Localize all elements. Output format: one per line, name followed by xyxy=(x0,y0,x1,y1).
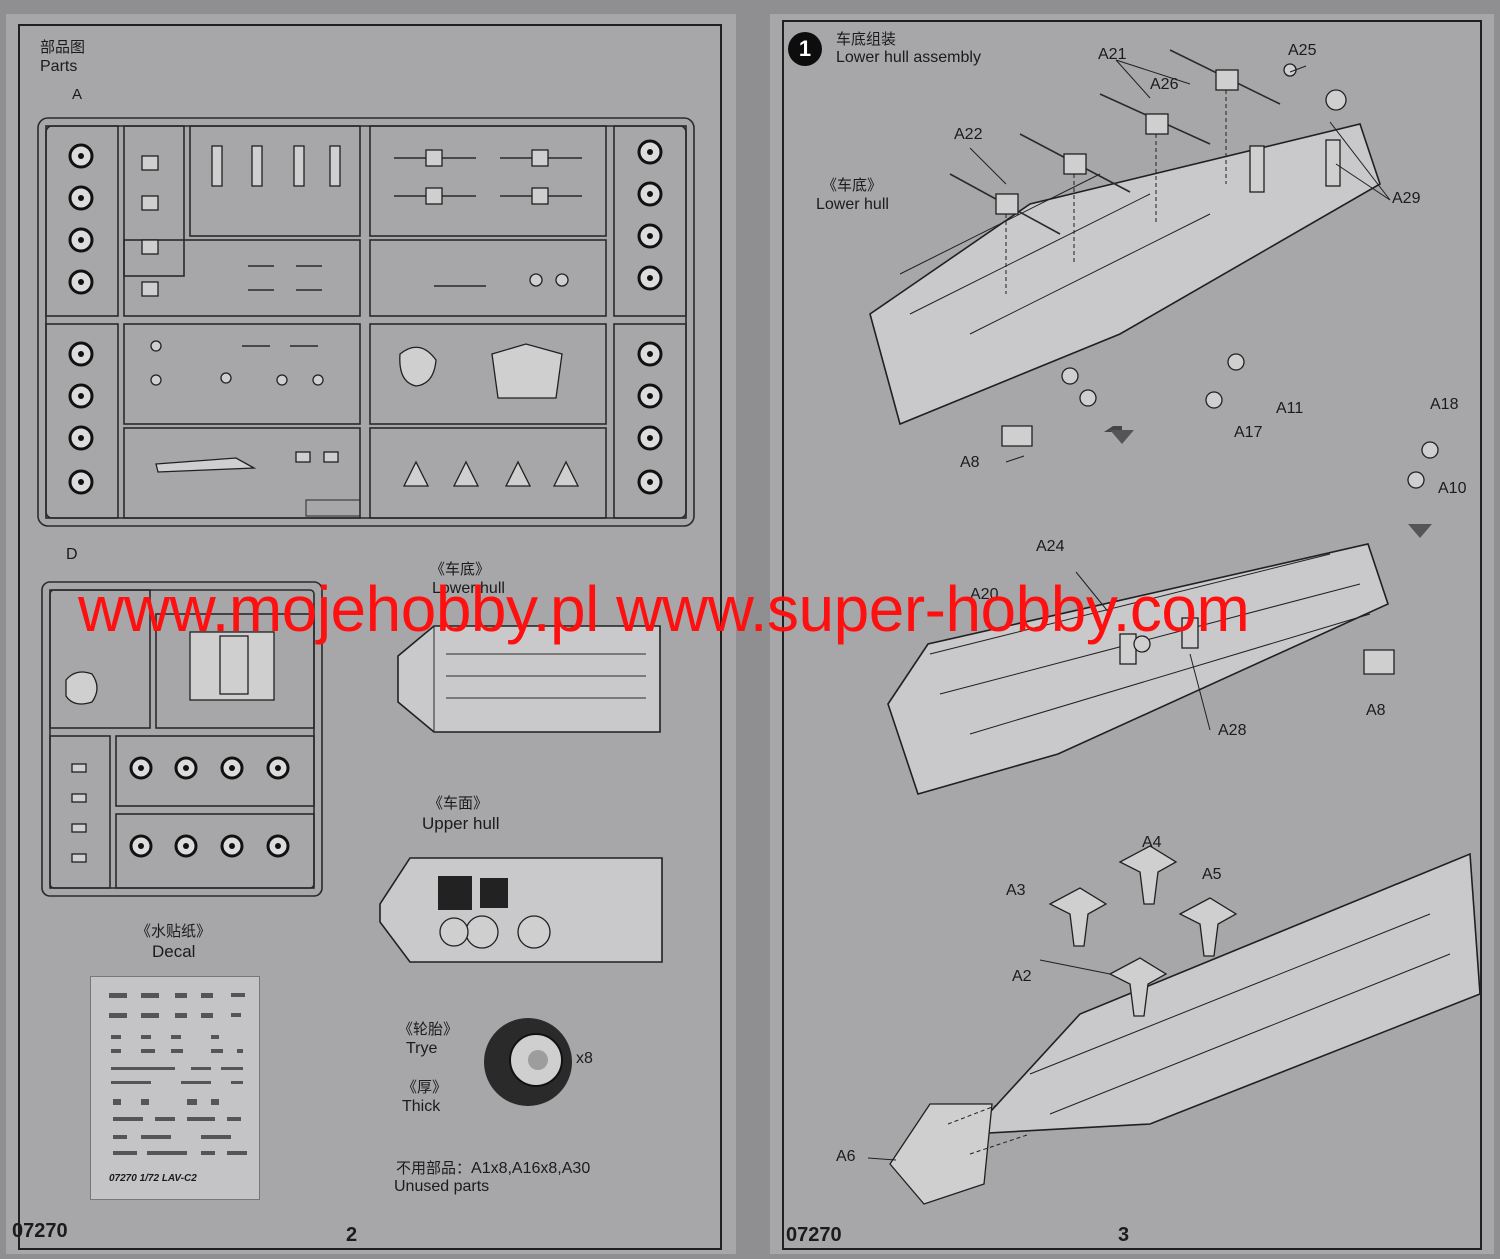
tyre-en: Trye xyxy=(406,1040,438,1057)
callout-a3: A3 xyxy=(1006,882,1026,899)
sprue-d-wheels xyxy=(129,756,290,858)
lower-hull-zh: 《车底》 xyxy=(430,560,491,578)
unused-parts-line: 不用部品：A1x8,A16x8,A30 xyxy=(396,1157,590,1178)
step-number-badge: 1 xyxy=(788,32,822,66)
parts-heading-zh: 部品图 xyxy=(40,38,86,56)
a3-part xyxy=(1048,887,1108,947)
decal-sheet: 07270 1/72 LAV-C2 xyxy=(90,976,260,1200)
callout-a11: A11 xyxy=(1276,400,1304,417)
callout-a6: A6 xyxy=(836,1148,856,1165)
upper-hull-en: Upper hull xyxy=(422,814,500,833)
a8-bracket-mid xyxy=(1363,649,1395,675)
lower-hull-zh: 《车底》 xyxy=(822,176,883,194)
tyre-quantity: x8 xyxy=(576,1050,593,1067)
sprue-d-label: D xyxy=(66,546,78,563)
step-title-zh: 车底组装 xyxy=(836,30,897,48)
callout-a4: A4 xyxy=(1142,834,1162,851)
sprue-a-label: A xyxy=(72,86,83,103)
callout-a29: A29 xyxy=(1392,190,1421,207)
page-number: 3 xyxy=(1118,1224,1130,1246)
a8-bracket-top xyxy=(1001,425,1033,447)
callout-a21: A21 xyxy=(1098,46,1127,63)
watermark-text: www.mojehobby.pl www.super-hobby.com xyxy=(78,573,1250,645)
step-title-en: Lower hull assembly xyxy=(836,49,981,66)
lower-hull-stage-1 xyxy=(869,123,1381,426)
upper-hull-part xyxy=(379,857,663,963)
lower-hull-en: Lower hull xyxy=(816,196,889,213)
callout-a25: A25 xyxy=(1288,42,1317,59)
callout-a17: A17 xyxy=(1234,424,1263,441)
callout-a26: A26 xyxy=(1150,76,1179,93)
unused-zh: 不用部品： xyxy=(396,1159,472,1177)
page-number: 2 xyxy=(346,1224,358,1246)
instruction-page-left: 部品图 Parts A xyxy=(6,14,736,1254)
decal-zh: 《水贴纸》 xyxy=(136,922,212,940)
thick-zh: 《厚》 xyxy=(402,1078,448,1096)
decal-sheet-caption: 07270 1/72 LAV-C2 xyxy=(109,1173,197,1184)
callout-a2: A2 xyxy=(1012,968,1032,985)
lower-hull-stage-2 xyxy=(887,543,1389,795)
callout-a24: A24 xyxy=(1036,538,1065,555)
callout-a20: A20 xyxy=(970,586,999,603)
page-frame xyxy=(782,20,1482,1250)
callout-a8-top: A8 xyxy=(960,454,980,471)
axle-parts xyxy=(949,49,1347,235)
unused-parts-list: A1x8,A16x8,A30 xyxy=(471,1160,591,1177)
instruction-page-right: 1 车底组装 Lower hull assembly 《车底》 Lower hu… xyxy=(770,14,1494,1254)
a5-part xyxy=(1178,897,1238,957)
callout-a8-mid: A8 xyxy=(1366,702,1386,719)
callout-a5: A5 xyxy=(1202,866,1222,883)
callout-a10: A10 xyxy=(1438,480,1467,497)
lower-hull-en: Lower hull xyxy=(432,580,505,597)
parts-heading-en: Parts xyxy=(40,58,78,75)
upper-hull-zh: 《车面》 xyxy=(428,794,489,812)
decal-en: Decal xyxy=(152,942,196,961)
tyre-part xyxy=(484,1018,572,1106)
sprue-a-drawing xyxy=(37,117,695,1106)
callout-a18: A18 xyxy=(1430,396,1459,413)
a6-panel xyxy=(889,1103,993,1205)
tyre-zh: 《轮胎》 xyxy=(398,1020,459,1038)
sprue-a-small-parts xyxy=(141,145,582,487)
product-code: 07270 xyxy=(786,1224,842,1246)
a2-part xyxy=(1108,957,1168,1017)
callout-a22: A22 xyxy=(954,126,983,143)
a4-part xyxy=(1118,845,1178,905)
sprue-a-wheels xyxy=(68,139,663,495)
product-code: 07270 xyxy=(12,1220,68,1242)
callout-a28: A28 xyxy=(1218,722,1247,739)
thick-en: Thick xyxy=(402,1098,441,1115)
unused-en: Unused parts xyxy=(394,1178,490,1195)
page-frame xyxy=(18,24,722,1250)
assembly-drawing xyxy=(867,49,1481,1205)
lower-hull-stage-3 xyxy=(968,852,1481,1135)
